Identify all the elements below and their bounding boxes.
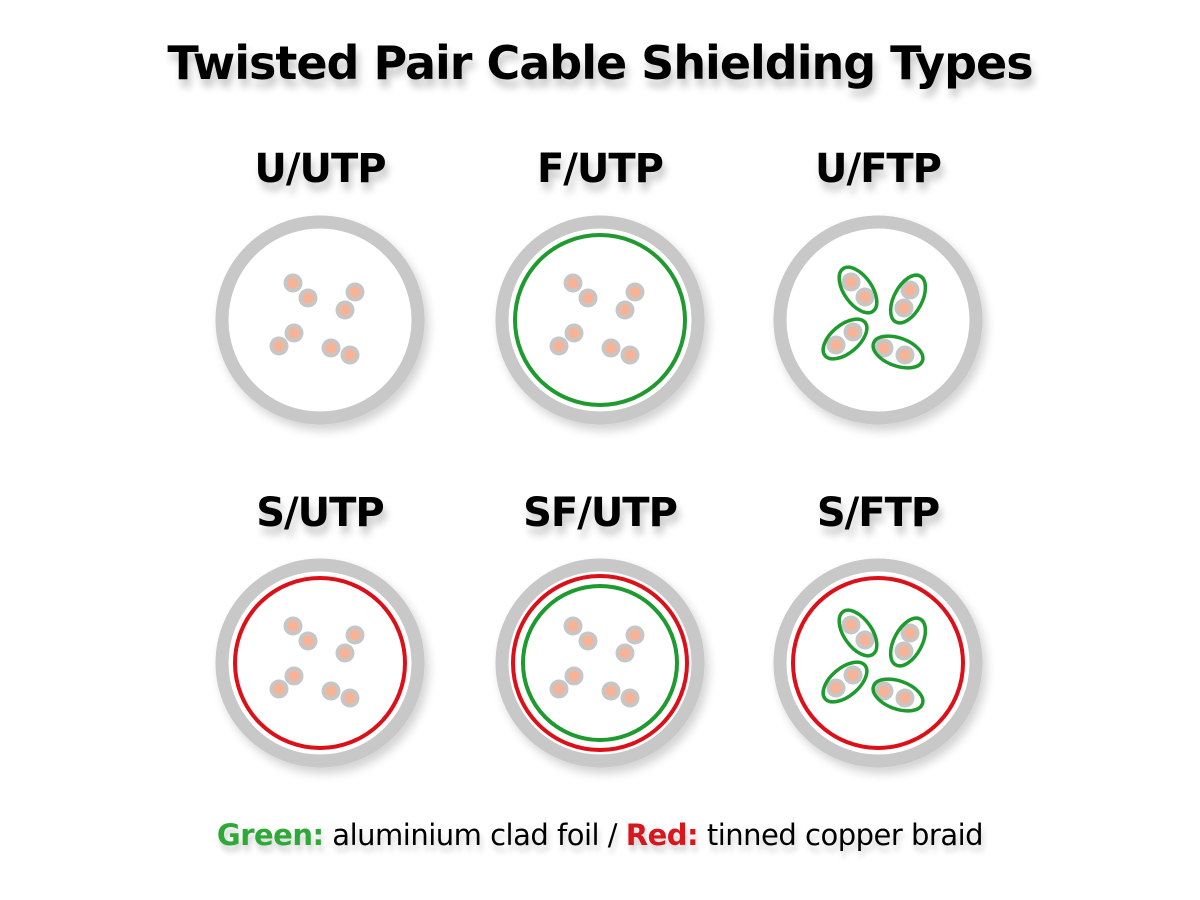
color-legend: Green: aluminium clad foil / Red: tinned…	[0, 818, 1200, 852]
pair-foil-shield	[821, 317, 869, 361]
foiled-pair	[871, 677, 925, 713]
wire-conductor	[845, 276, 857, 288]
cable-s-ftp	[773, 558, 983, 768]
cable-jacket	[773, 215, 983, 425]
wire-conductor	[344, 349, 356, 361]
cable-u-utp	[215, 215, 425, 425]
cable-label-f-utp: F/UTP	[536, 146, 664, 192]
wire-conductor	[847, 669, 859, 681]
foiled-pair	[888, 616, 928, 668]
cable-s-utp	[215, 558, 425, 768]
cable-jacket	[495, 558, 705, 768]
wire-conductor	[859, 634, 871, 646]
wire-conductor	[904, 627, 916, 639]
pair-foil-shield	[837, 608, 879, 658]
wire-conductor	[898, 302, 910, 314]
pair-foil-shield	[837, 265, 879, 315]
wire-conductor	[553, 683, 565, 695]
braid-shield-ring	[511, 574, 689, 752]
cable-label-u-utp: U/UTP	[254, 146, 386, 192]
pair-foil-shield	[871, 677, 925, 713]
wire-conductor	[830, 682, 842, 694]
wire-conductor	[619, 647, 631, 659]
wire-conductor	[899, 349, 911, 361]
cable-jacket	[215, 215, 425, 425]
wire-conductor	[339, 304, 351, 316]
cable-label-s-utp: S/UTP	[256, 490, 385, 536]
wire-conductor	[605, 342, 617, 354]
wire-conductor	[629, 629, 641, 641]
wire-conductor	[553, 340, 565, 352]
wire-conductor	[288, 670, 300, 682]
cable-sf-utp	[495, 558, 705, 768]
cable-label-sf-utp: SF/UTP	[523, 490, 678, 536]
legend-green-text: aluminium clad foil /	[323, 818, 626, 852]
pair-foil-shield	[888, 616, 928, 668]
wire-conductor	[567, 277, 579, 289]
wire-conductor	[273, 340, 285, 352]
foil-shield-ring	[513, 233, 687, 407]
wire-conductor	[629, 286, 641, 298]
wire-conductor	[605, 685, 617, 697]
pair-foil-shield	[888, 273, 928, 325]
wire-conductor	[339, 647, 351, 659]
foiled-pair	[821, 317, 869, 361]
legend-red-text: tinned copper braid	[698, 818, 984, 852]
braid-shield-ring	[791, 576, 965, 750]
cable-u-ftp	[773, 215, 983, 425]
wire-conductor	[845, 619, 857, 631]
legend-red-label: Red:	[625, 818, 699, 852]
foiled-pair	[821, 660, 869, 704]
diagram-title: Twisted Pair Cable Shielding Types	[167, 36, 1033, 90]
cable-label-u-ftp: U/FTP	[814, 146, 942, 192]
legend-green-label: Green:	[216, 818, 324, 852]
cable-jacket	[215, 558, 425, 768]
wire-conductor	[899, 692, 911, 704]
wire-conductor	[302, 292, 314, 304]
wire-conductor	[624, 692, 636, 704]
cable-label-s-ftp: S/FTP	[816, 490, 940, 536]
wire-conductor	[325, 685, 337, 697]
wire-conductor	[325, 342, 337, 354]
wire-conductor	[859, 291, 871, 303]
cable-jacket	[495, 215, 705, 425]
foiled-pair	[871, 334, 925, 370]
foiled-pair	[837, 608, 879, 658]
wire-conductor	[273, 683, 285, 695]
cable-f-utp	[495, 215, 705, 425]
foil-shield-ring	[521, 584, 679, 742]
wire-conductor	[830, 339, 842, 351]
wire-conductor	[878, 342, 890, 354]
wire-conductor	[568, 670, 580, 682]
wire-conductor	[568, 327, 580, 339]
wire-conductor	[287, 277, 299, 289]
pair-foil-shield	[871, 334, 925, 370]
wire-conductor	[302, 635, 314, 647]
wire-conductor	[349, 286, 361, 298]
wire-conductor	[567, 620, 579, 632]
wire-conductor	[287, 620, 299, 632]
wire-conductor	[624, 349, 636, 361]
pair-foil-shield	[821, 660, 869, 704]
foiled-pair	[837, 265, 879, 315]
cable-jacket	[773, 558, 983, 768]
wire-conductor	[582, 635, 594, 647]
wire-conductor	[619, 304, 631, 316]
foiled-pair	[888, 273, 928, 325]
wire-conductor	[898, 645, 910, 657]
wire-conductor	[847, 326, 859, 338]
braid-shield-ring	[233, 576, 407, 750]
wire-conductor	[288, 327, 300, 339]
wire-conductor	[582, 292, 594, 304]
wire-conductor	[878, 685, 890, 697]
wire-conductor	[344, 692, 356, 704]
wire-conductor	[904, 284, 916, 296]
wire-conductor	[349, 629, 361, 641]
